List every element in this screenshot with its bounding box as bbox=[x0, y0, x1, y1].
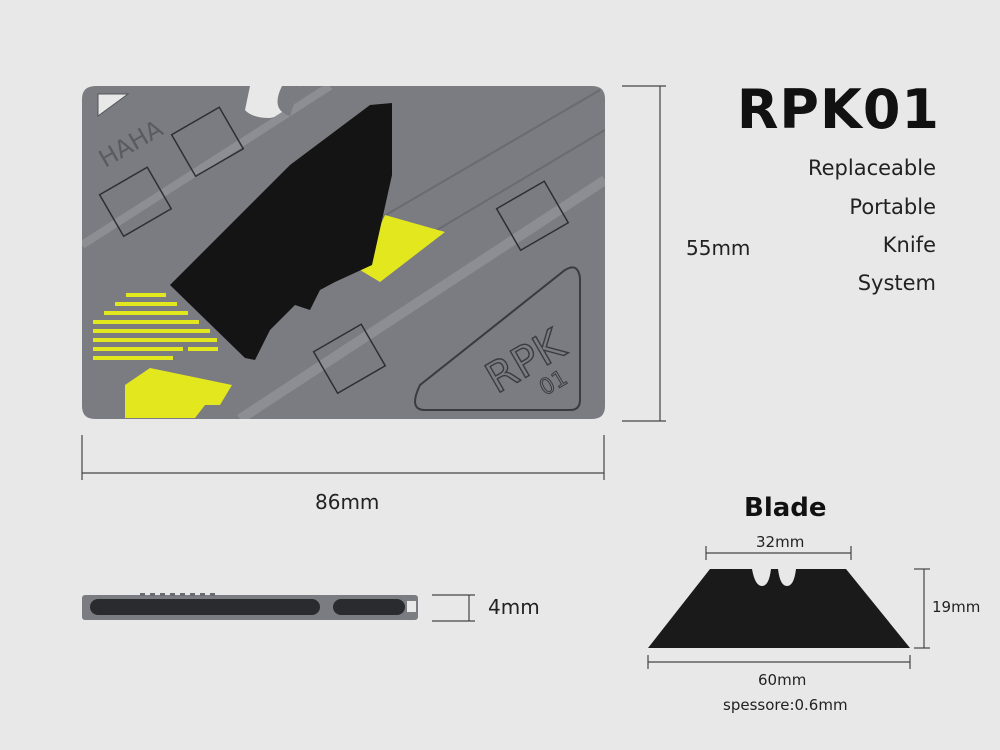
yellow-stripes bbox=[93, 293, 218, 360]
thickness-dimension-line bbox=[432, 594, 475, 622]
yellow-wedge bbox=[125, 368, 232, 418]
blade-yellow-edge bbox=[360, 215, 445, 282]
feature-portable: Portable bbox=[849, 195, 936, 219]
feature-knife: Knife bbox=[882, 233, 936, 257]
thickness-label: 4mm bbox=[488, 595, 540, 619]
height-dimension-line bbox=[622, 85, 666, 422]
card-side-view bbox=[82, 593, 418, 620]
width-label: 86mm bbox=[315, 490, 380, 514]
feature-system: System bbox=[857, 271, 936, 295]
product-title: RPK01 bbox=[736, 78, 940, 141]
blade-thickness: spessore:0.6mm bbox=[723, 696, 848, 714]
blade-bottom-width: 60mm bbox=[758, 671, 807, 689]
credit-card-knife bbox=[82, 86, 605, 419]
blade-title: Blade bbox=[744, 493, 827, 523]
blade-shape bbox=[648, 569, 910, 648]
height-label: 55mm bbox=[686, 236, 751, 260]
blade-top-width: 32mm bbox=[756, 533, 805, 551]
width-dimension-line bbox=[81, 435, 605, 480]
blade-window bbox=[170, 103, 392, 360]
feature-replaceable: Replaceable bbox=[807, 156, 936, 180]
blade-height: 19mm bbox=[932, 598, 981, 616]
blade-dimension-lines bbox=[647, 546, 930, 669]
